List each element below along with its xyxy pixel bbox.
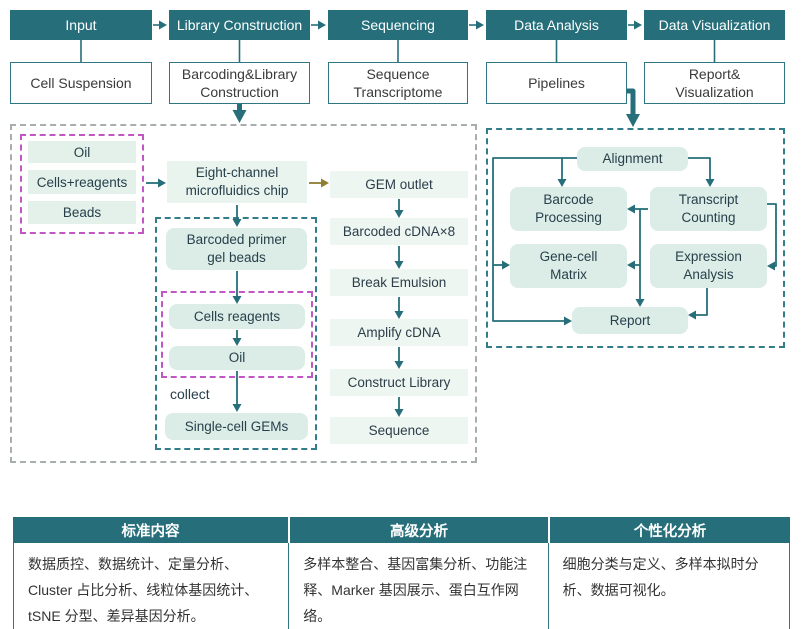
node-gene-cell-matrix: Gene-cell Matrix [510,244,627,288]
table-cell-advanced: 多样本整合、基因富集分析、功能注释、Marker 基因展示、蛋白互作网络。 [288,543,547,629]
table-header-personalized: 个性化分析 [548,517,790,543]
gel-beads-box: Barcoded primer gel beads [166,228,307,270]
oil-box: Oil [169,346,305,370]
step-break-emulsion: Break Emulsion [330,269,468,296]
stage-box-library: Library Construction [169,10,310,40]
stage-box-visualization: Data Visualization [644,10,785,40]
step-gem-outlet: GEM outlet [330,171,468,198]
gem-generation-dashed-box [155,217,317,450]
step-construct-library: Construct Library [330,369,468,396]
thick-arrow-to-analysis-flow [626,88,640,127]
step-amplify-cdna: Amplify cDNA [330,319,468,346]
analysis-content-table: 标准内容 高级分析 个性化分析 数据质控、数据统计、定量分析、Cluster 占… [13,517,790,629]
table-header-row: 标准内容 高级分析 个性化分析 [13,517,790,543]
sub-box-sequence-transcriptome: Sequence Transcriptome [328,62,468,104]
sub-box-report-visualization: Report& Visualization [644,62,785,104]
microfluidics-chip-box: Eight-channel microfluidics chip [167,161,307,203]
analysis-dashed-container [486,128,785,348]
node-alignment: Alignment [577,147,688,171]
table-header-standard: 标准内容 [121,523,180,540]
cells-reagents-box: Cells reagents [169,304,305,329]
left-flow-dashed-container [10,124,477,463]
sub-box-cell-suspension: Cell Suspension [10,62,152,104]
stage-box-data-analysis: Data Analysis [486,10,627,40]
table-body-row: 数据质控、数据统计、定量分析、Cluster 占比分析、线粒体基因统计、tSNE… [13,543,790,629]
input-reagents-dashed-box [20,134,144,234]
input-item-beads: Beads [28,201,136,224]
sub-box-pipelines: Pipelines [486,62,627,104]
table-cell-standard: 数据质控、数据统计、定量分析、Cluster 占比分析、线粒体基因统计、tSNE… [28,556,259,624]
table-cell-personalized: 细胞分类与定义、多样本拟时分析、数据可视化。 [547,543,789,629]
step-barcoded-cdna: Barcoded cDNA×8 [330,218,468,245]
single-cell-gems-box: Single-cell GEMs [165,413,308,440]
input-item-oil: Oil [28,141,136,163]
node-transcript-counting: Transcript Counting [650,187,767,231]
node-barcode-processing: Barcode Processing [510,187,627,231]
table-header-advanced: 高级分析 [288,517,548,543]
node-expression-analysis: Expression Analysis [650,244,767,288]
node-report: Report [572,307,688,334]
stage-box-sequencing: Sequencing [328,10,468,40]
collect-label: collect [170,386,210,402]
stage-box-input: Input [10,10,152,40]
step-sequence: Sequence [330,417,468,444]
input-item-cells-reagents: Cells+reagents [28,170,136,194]
sub-box-barcoding-library: Barcoding&Library Construction [169,62,310,104]
